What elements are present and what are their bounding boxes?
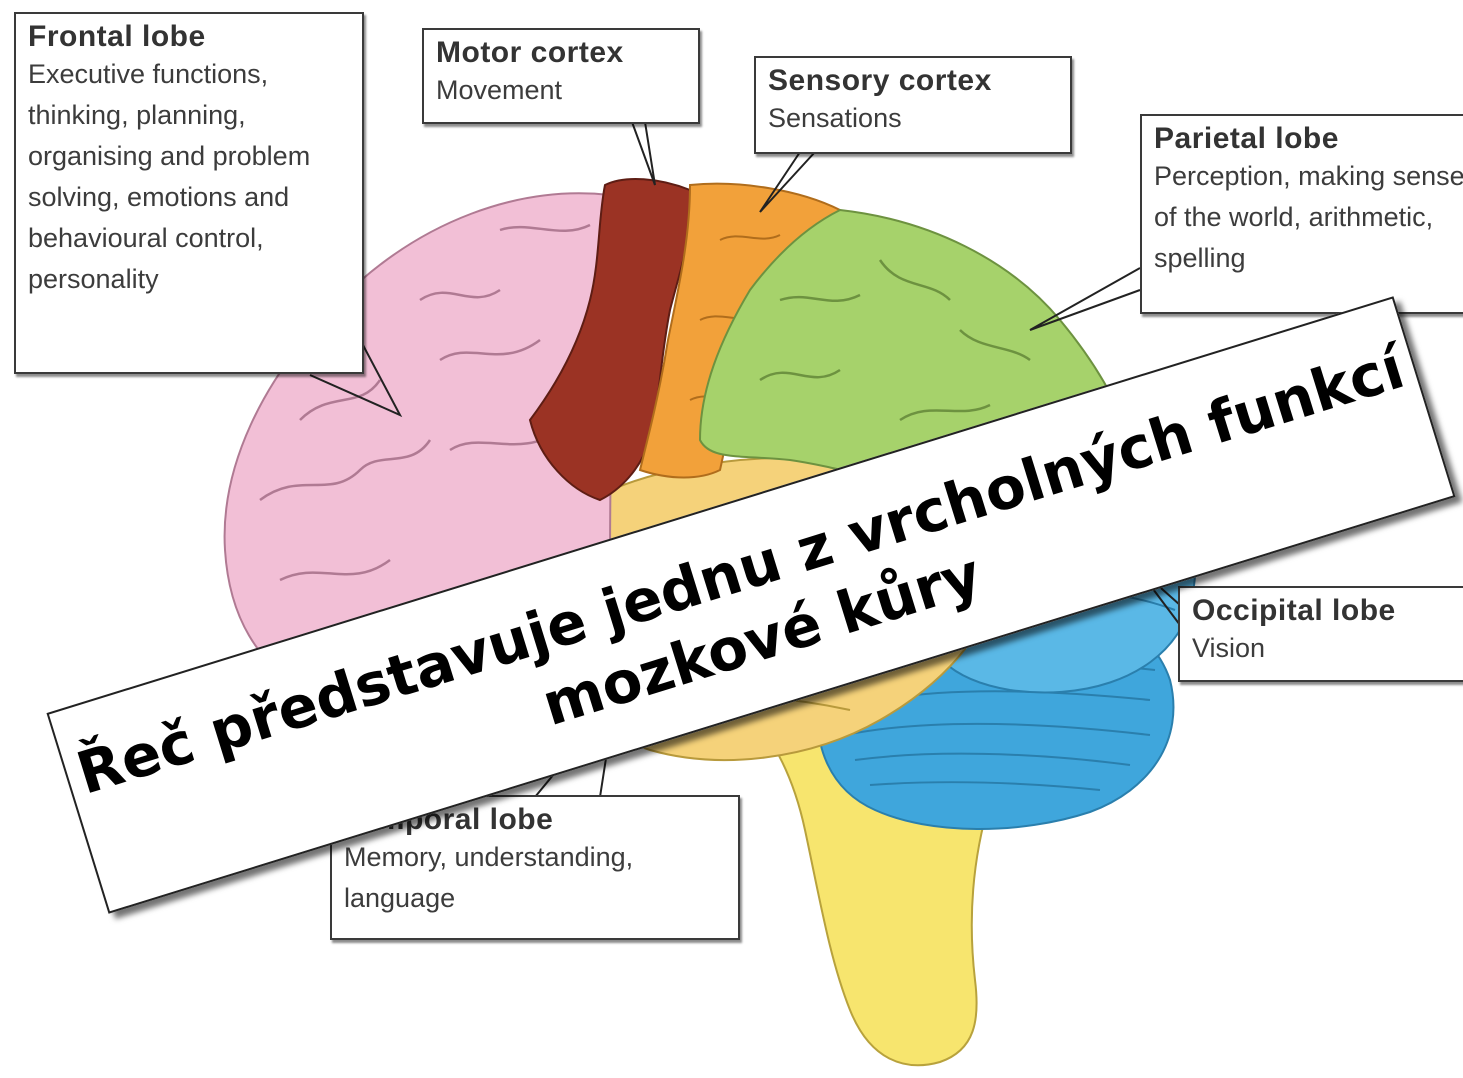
motor-cortex-description: Movement xyxy=(436,70,688,111)
occipital-lobe-label: Occipital lobe Vision xyxy=(1178,586,1463,682)
temporal-lobe-description: Memory, understanding, language xyxy=(344,837,728,919)
motor-cortex-label: Motor cortex Movement xyxy=(422,28,700,124)
frontal-lobe-title: Frontal lobe xyxy=(28,20,352,54)
motor-leader xyxy=(632,122,655,185)
frontal-lobe-description: Executive functions, thinking, planning,… xyxy=(28,54,352,300)
parietal-lobe-description: Perception, making sense of the world, a… xyxy=(1154,156,1463,279)
sensory-cortex-label: Sensory cortex Sensations xyxy=(754,56,1072,154)
motor-cortex-title: Motor cortex xyxy=(436,36,688,70)
sensory-cortex-description: Sensations xyxy=(768,98,1060,139)
sensory-cortex-title: Sensory cortex xyxy=(768,64,1060,98)
parietal-lobe-label: Parietal lobe Perception, making sense o… xyxy=(1140,114,1463,314)
occipital-lobe-title: Occipital lobe xyxy=(1192,594,1463,628)
parietal-lobe-title: Parietal lobe xyxy=(1154,122,1463,156)
frontal-lobe-label: Frontal lobe Executive functions, thinki… xyxy=(14,12,364,374)
parietal-leader xyxy=(1030,268,1140,330)
occipital-lobe-description: Vision xyxy=(1192,628,1463,669)
